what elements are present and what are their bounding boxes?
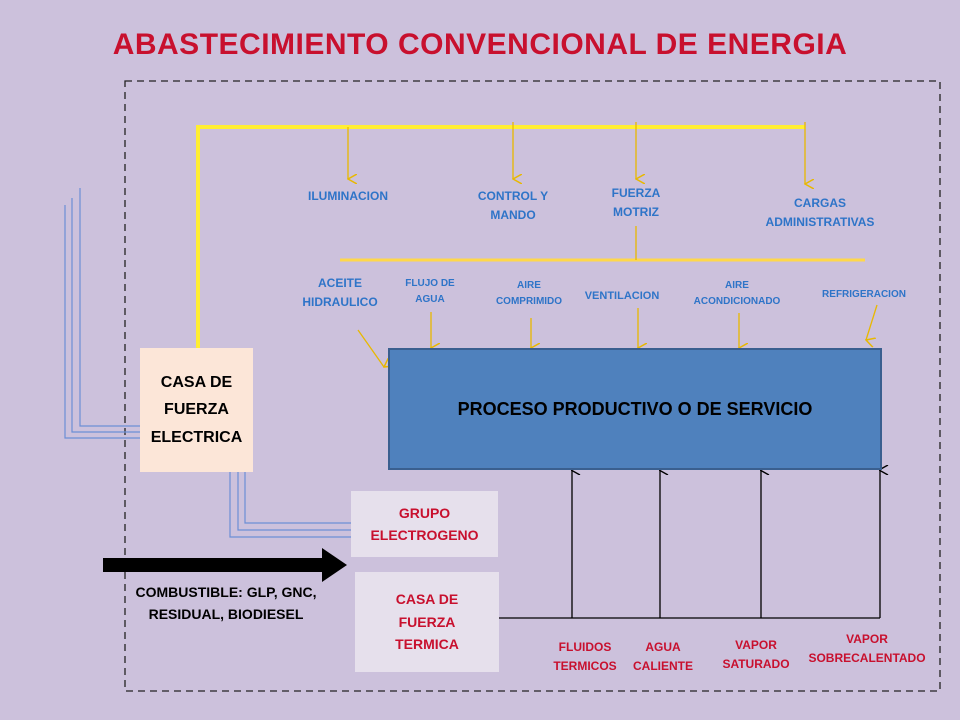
generator-feed-lines bbox=[229, 472, 351, 538]
label-text: VAPOR bbox=[735, 638, 777, 652]
label-text: CARGAS bbox=[793, 196, 846, 210]
electric-bus bbox=[196, 125, 805, 348]
label-agua-caliente: AGUA CALIENTE bbox=[621, 638, 705, 676]
label-text: ACONDICIONADO bbox=[693, 295, 781, 307]
label-text: ILUMINACION bbox=[308, 189, 388, 203]
box-text: FUERZA bbox=[398, 613, 456, 630]
label-text: AIRE bbox=[517, 280, 541, 291]
label-text: VAPOR bbox=[846, 632, 888, 646]
grupo-electrogeno-box: GRUPO ELECTROGENO bbox=[351, 491, 498, 557]
plant-boundary bbox=[124, 80, 941, 692]
label-fuerza-motriz: FUERZA MOTRIZ bbox=[596, 184, 676, 221]
label-text: MANDO bbox=[490, 207, 536, 222]
page-title: ABASTECIMIENTO CONVENCIONAL DE ENERGIA bbox=[112, 28, 848, 61]
label-ventilacion: VENTILACION bbox=[572, 288, 672, 305]
label-text: COMPRIMIDO bbox=[495, 295, 563, 307]
label-iluminacion: ILUMINACION bbox=[288, 187, 408, 206]
label-text: AIRE bbox=[725, 280, 749, 291]
label-aire-comprimido: AIRE COMPRIMIDO bbox=[474, 278, 584, 309]
label-vapor-saturado: VAPOR SATURADO bbox=[710, 636, 802, 674]
box-text: ELECTROGENO bbox=[370, 527, 479, 543]
casa-fuerza-termica-box: CASA DE FUERZA TERMICA bbox=[355, 572, 499, 672]
label-text: FLUIDOS bbox=[558, 640, 612, 654]
label-flujo-agua: FLUJO DE AGUA bbox=[394, 276, 466, 307]
label-vapor-sobrecalentado: VAPOR SOBRECALENTADO bbox=[792, 630, 942, 668]
service-arrows bbox=[357, 304, 878, 367]
proceso-productivo-box: PROCESO PRODUCTIVO O DE SERVICIO bbox=[388, 348, 882, 470]
thermal-distribution bbox=[499, 470, 880, 619]
box-text: TERMICA bbox=[395, 636, 459, 653]
fuel-arrow bbox=[103, 548, 347, 582]
label-text: ADMINISTRATIVAS bbox=[765, 214, 875, 229]
casa-fuerza-electrica-box: CASA DE FUERZA ELECTRICA bbox=[140, 348, 253, 472]
label-text: FLUJO DE bbox=[405, 278, 455, 289]
box-text: CASA DE bbox=[395, 591, 459, 608]
label-text: FUERZA bbox=[611, 186, 661, 200]
label-fluidos-termicos: FLUIDOS TERMICOS bbox=[540, 638, 630, 676]
box-text: PROCESO PRODUCTIVO O DE SERVICIO bbox=[457, 398, 813, 419]
label-text: CONTROL Y bbox=[477, 189, 549, 203]
label-refrigeracion: REFRIGERACION bbox=[812, 287, 916, 303]
bus-drop-arrows bbox=[348, 122, 805, 184]
label-text: AGUA bbox=[415, 293, 445, 305]
box-text: FUERZA bbox=[164, 401, 229, 419]
label-text: REFRIGERACION bbox=[822, 289, 906, 300]
box-text: CASA DE bbox=[160, 374, 233, 392]
label-text: TERMICOS bbox=[553, 659, 617, 674]
label-cargas-administrativas: CARGAS ADMINISTRATIVAS bbox=[745, 194, 895, 231]
label-text: SATURADO bbox=[722, 657, 790, 672]
label-text: ACEITE bbox=[317, 276, 362, 290]
label-aceite-hidraulico: ACEITE HIDRAULICO bbox=[290, 274, 390, 311]
label-text: SOBRECALENTADO bbox=[808, 651, 926, 666]
label-text: MOTRIZ bbox=[613, 204, 659, 219]
label-aire-acondicionado: AIRE ACONDICIONADO bbox=[676, 278, 798, 309]
label-text: RESIDUAL, BIODIESEL bbox=[148, 605, 304, 622]
label-control-mando: CONTROL Y MANDO bbox=[458, 187, 568, 224]
box-text: GRUPO bbox=[398, 504, 451, 521]
label-text: CALIENTE bbox=[633, 659, 693, 674]
electric-feed-lines bbox=[64, 188, 140, 439]
box-text: ELECTRICA bbox=[150, 428, 243, 446]
label-text: VENTILACION bbox=[584, 290, 660, 302]
label-text: AGUA bbox=[645, 640, 681, 654]
label-text: HIDRAULICO bbox=[302, 294, 378, 309]
combustible-label: COMBUSTIBLE: GLP, GNC, RESIDUAL, BIODIES… bbox=[110, 582, 342, 625]
label-text: COMBUSTIBLE: GLP, GNC, bbox=[135, 584, 317, 600]
